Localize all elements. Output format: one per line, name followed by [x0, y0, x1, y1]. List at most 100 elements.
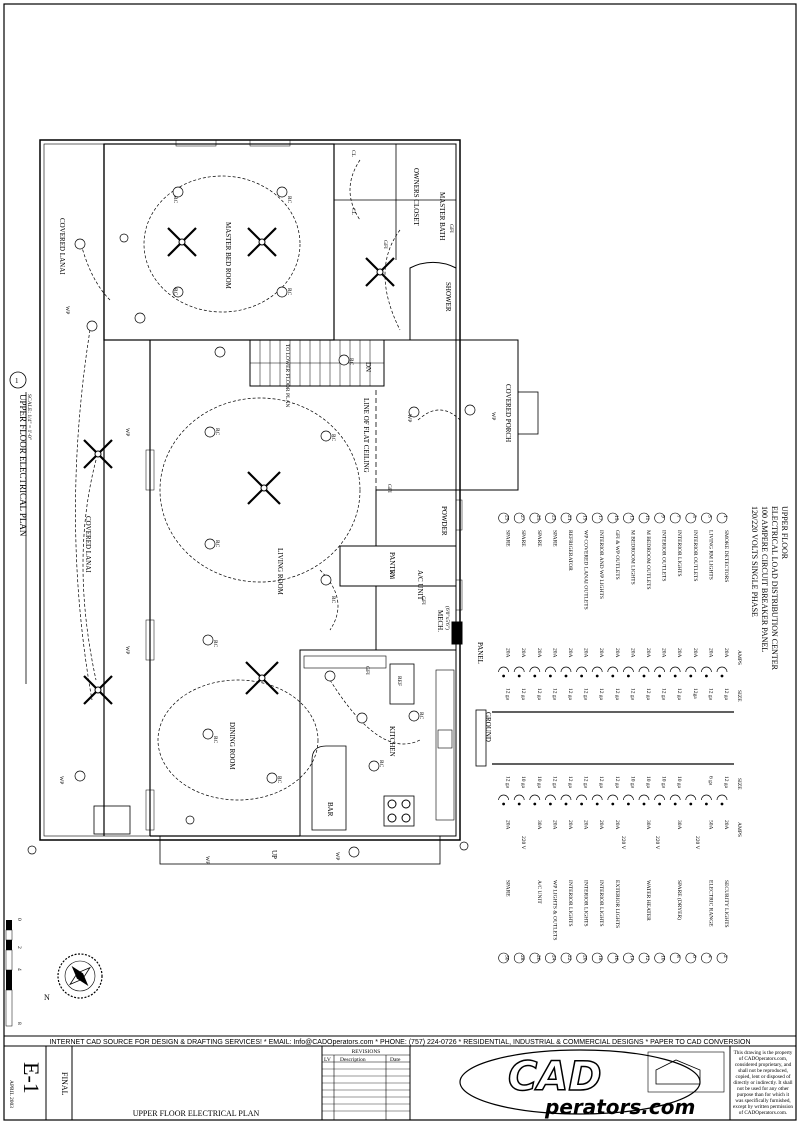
room-label-covered-lanai-main: COVERED LANAI	[84, 516, 92, 573]
wp-label: WP	[58, 776, 64, 784]
circuit-number: 11	[644, 515, 650, 521]
circuit-number: 30	[504, 955, 510, 961]
header-amps-right: AMPS	[736, 822, 742, 837]
circuit-name: INTERIOR LIGHTS	[676, 530, 682, 577]
master-bath-walls	[333, 143, 457, 341]
breaker-symbol	[685, 666, 697, 673]
circuit-number: 20	[582, 955, 588, 961]
circuit-number: 3	[706, 515, 712, 518]
gfi-label: GFI	[420, 596, 426, 605]
rc-label: RC	[330, 434, 336, 442]
breaker-terminal	[705, 674, 708, 678]
rc-label: RC	[330, 596, 336, 604]
breaker-symbol	[529, 794, 541, 801]
notice-line: except by written permission	[733, 1104, 793, 1110]
room-label-master-bed: MASTER BED ROOM	[224, 222, 232, 290]
circuit-size: 12 ga	[583, 776, 589, 789]
panel-title-line: 120/220 VOLTS SINGLE PHASE	[750, 506, 759, 617]
circuit-amps: 20A	[598, 648, 604, 658]
breaker-symbol	[607, 666, 619, 673]
circuit-number-bubble	[545, 512, 556, 524]
circuit-number: 15	[613, 515, 619, 521]
circuit-number-bubble	[560, 512, 572, 524]
room-label-ground: GROUND	[484, 712, 492, 742]
breaker-terminal	[502, 802, 505, 806]
circuit-size: 12 ga	[520, 688, 526, 701]
header-size-right: SIZE	[736, 778, 742, 790]
circuit-size: 12 ga	[598, 776, 604, 789]
circuit-name: WP LIGHTS & OUTLETS	[551, 880, 557, 940]
rc-label: RC	[172, 288, 178, 296]
revisions-col-description: Description	[340, 1057, 366, 1063]
breaker-symbol	[669, 794, 681, 801]
circuit-number-bubble	[654, 952, 665, 964]
circuit-number: 27	[519, 515, 525, 521]
recessed-light-icon	[459, 841, 469, 851]
detail-number: 1	[15, 377, 19, 385]
circuit-amps: 20A	[598, 820, 604, 830]
gfi-label: GFI	[364, 666, 370, 675]
recessed-light-icon	[202, 728, 214, 740]
breaker-terminal	[720, 802, 724, 806]
ceiling-fan-icon	[365, 257, 395, 287]
circuit-amps: 20A	[614, 820, 620, 830]
scale-tick: 8	[16, 1022, 22, 1025]
circuit-size: 12 ga	[551, 776, 557, 789]
ceiling-fan-icon	[167, 227, 197, 257]
room-label-up: UP	[270, 850, 278, 859]
circuit-size: 10 ga	[676, 776, 682, 789]
logo-cad: CAD	[508, 1054, 602, 1100]
circuit-size: 12 ga	[567, 688, 573, 701]
circuit-number-bubble	[623, 512, 634, 524]
plan-title-block: 1 UPPER FLOOR ELECTRICAL PLAN SCALE: 1/4…	[9, 371, 32, 684]
breaker-symbol	[513, 666, 525, 673]
house-icon	[655, 1059, 701, 1085]
lanai-sink	[93, 805, 131, 835]
recessed-light-icon	[338, 354, 350, 366]
circuit-number: 4	[706, 955, 712, 958]
circuit-name: SPARE	[551, 530, 557, 547]
ceiling-fan-icon	[83, 675, 113, 705]
panel-title-line: 100 AMPERE CIRCUIT BREAKER PANEL	[760, 506, 769, 652]
rc-label: RC	[212, 736, 218, 744]
breaker-terminal	[673, 674, 677, 678]
recessed-light-icon	[348, 846, 360, 858]
circuit-number-bubble	[685, 952, 697, 964]
room-labels: COVERED LANAI MASTER BED ROOM OWNERS CLO…	[58, 168, 512, 859]
ceiling-fans	[83, 227, 395, 705]
panel-title-line: ELECTRICAL LOAD DISTRIBUTION CENTER	[770, 506, 779, 671]
panel-title: UPPER FLOOR ELECTRICAL LOAD DISTRIBUTION…	[750, 506, 789, 671]
circuit-name: LIVING RM LIGHTS	[707, 530, 713, 580]
breaker-terminal	[705, 802, 708, 806]
circuit-number-bubble	[591, 952, 603, 964]
notice-line: not be used for any other	[737, 1085, 789, 1092]
circuit-size: 12 ga	[676, 688, 682, 701]
circuit-number-bubble	[591, 512, 603, 524]
room-label-owners-closet: OWNERS CLOSET	[412, 168, 420, 226]
breaker-terminal	[611, 802, 615, 806]
breaker-symbol	[576, 794, 587, 801]
circuit-name: M BEDROOM LIGHTS	[629, 530, 635, 585]
recessed-light-icon	[276, 186, 288, 198]
breaker-terminal	[627, 674, 630, 678]
circuit-name: M BEDROOM OUTLETS	[645, 530, 651, 590]
breaker-symbol	[623, 794, 634, 801]
breaker-terminal	[658, 802, 661, 806]
recessed-light-icon	[356, 712, 368, 724]
room-label-pantry: PANTRY	[388, 552, 396, 579]
gfi-label: GFI	[386, 484, 392, 493]
wp-label: WP	[124, 646, 130, 654]
revisions-col-date: Date	[390, 1057, 401, 1063]
circuit-size: 10 ga	[629, 776, 635, 789]
rc-label: RC	[214, 540, 220, 548]
circuit-amps: 20A	[583, 820, 589, 830]
breaker-symbol	[716, 666, 728, 673]
room-label-mech-size: (6'0"x5'6")	[444, 606, 451, 630]
circuit-name: SECURITY LIGHTS	[723, 880, 729, 928]
circuit-name: EXTERIOR LIGHTS	[614, 880, 620, 928]
circuit-size: 12 ga	[661, 688, 667, 701]
kitchen-counter-top	[303, 655, 387, 669]
recessed-light-icon	[86, 320, 98, 332]
revisions-title: REVISIONS	[352, 1049, 381, 1055]
breaker-symbol	[560, 666, 572, 673]
